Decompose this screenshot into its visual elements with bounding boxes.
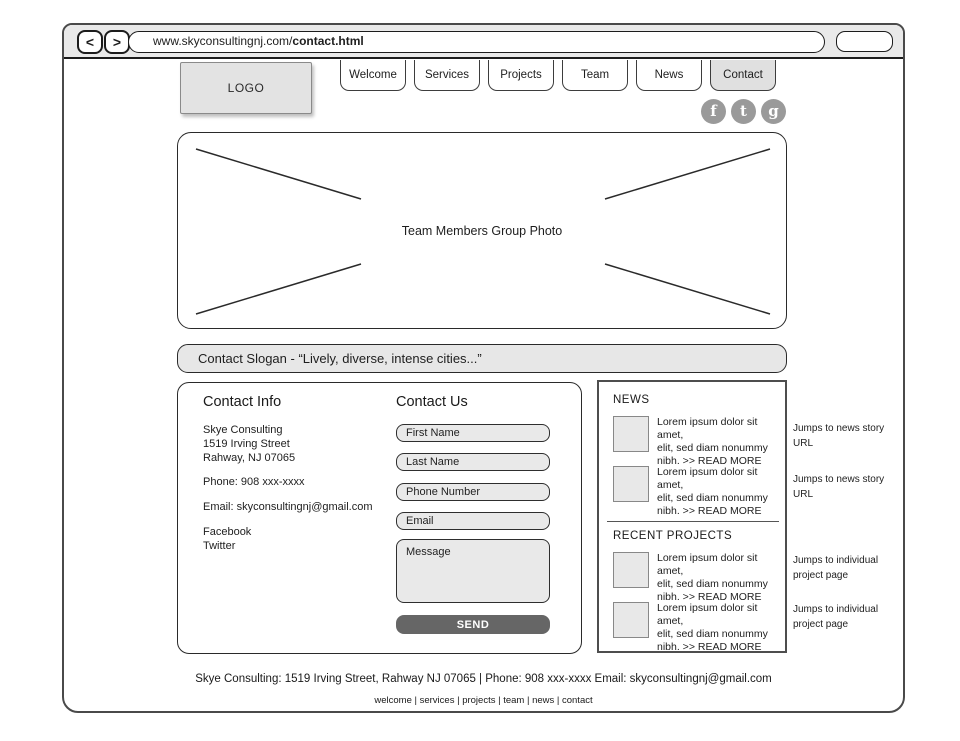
news-section-title: NEWS — [613, 394, 650, 406]
site-logo[interactable]: LOGO — [180, 62, 312, 114]
last-name-input[interactable] — [396, 453, 550, 471]
facebook-icon[interactable]: f — [701, 99, 726, 124]
project-thumbnail — [613, 552, 649, 588]
photo-placeholder-diagonals — [195, 148, 771, 315]
recent-projects-title: RECENT PROJECTS — [613, 530, 733, 542]
news-panel: NEWS Lorem ipsum dolor sit amet, elit, s… — [597, 380, 787, 653]
contact-slogan-text: Contact Slogan - “Lively, diverse, inten… — [198, 351, 482, 366]
footer-contact-line: Skye Consulting: 1519 Irving Street, Rah… — [195, 673, 772, 685]
news-item[interactable]: Lorem ipsum dolor sit amet, elit, sed di… — [613, 416, 777, 468]
project-item[interactable]: Lorem ipsum dolor sit amet, elit, sed di… — [613, 552, 777, 604]
email-input[interactable] — [396, 512, 550, 530]
contact-info-title: Contact Info — [203, 394, 282, 410]
team-photo-placeholder: Team Members Group Photo — [177, 132, 787, 329]
news-item-text[interactable]: Lorem ipsum dolor sit amet, elit, sed di… — [657, 416, 768, 467]
forward-icon: > — [112, 34, 122, 50]
tab-contact[interactable]: Contact — [710, 60, 776, 91]
browser-chrome: < > www.skyconsultingnj.com/contact.html — [64, 25, 903, 59]
first-name-input[interactable] — [396, 424, 550, 442]
project-item-text[interactable]: Lorem ipsum dolor sit amet, elit, sed di… — [657, 552, 768, 603]
annotation-project-link-1: Jumps to individual project page — [793, 555, 879, 581]
photo-placeholder-label: Team Members Group Photo — [401, 223, 563, 238]
forward-button[interactable]: > — [104, 30, 130, 54]
logo-label: LOGO — [227, 81, 265, 95]
url-page-text: contact.html — [292, 34, 364, 48]
tab-team[interactable]: Team — [562, 60, 628, 91]
contact-form-title: Contact Us — [396, 394, 468, 410]
nav-tabs: Welcome Services Projects Team News Cont… — [340, 60, 776, 91]
tab-news[interactable]: News — [636, 60, 702, 91]
browser-window: < > www.skyconsultingnj.com/contact.html… — [62, 23, 905, 713]
tab-services[interactable]: Services — [414, 60, 480, 91]
social-icons: f t g — [701, 99, 786, 124]
tab-projects[interactable]: Projects — [488, 60, 554, 91]
back-icon: < — [85, 34, 95, 50]
message-input[interactable] — [396, 539, 550, 603]
project-item[interactable]: Lorem ipsum dolor sit amet, elit, sed di… — [613, 602, 777, 654]
annotation-news-link-2: Jumps to news story URL — [793, 474, 885, 500]
annotation-news-link-1: Jumps to news story URL — [793, 423, 885, 449]
contact-info-phone: Phone: 908 xxx-xxxx — [203, 476, 305, 488]
contact-info-social-links[interactable]: Facebook Twitter — [203, 526, 252, 552]
tab-welcome[interactable]: Welcome — [340, 60, 406, 91]
sidebar-divider — [607, 521, 779, 522]
contact-info-address: Skye Consulting 1519 Irving Street Rahwa… — [203, 424, 296, 464]
news-item[interactable]: Lorem ipsum dolor sit amet, elit, sed di… — [613, 466, 777, 518]
annotation-project-link-2: Jumps to individual project page — [793, 604, 879, 630]
footer-nav-links[interactable]: welcome | services | projects | team | n… — [374, 695, 593, 706]
twitter-icon[interactable]: t — [731, 99, 756, 124]
google-plus-icon[interactable]: g — [761, 99, 786, 124]
url-bar[interactable]: www.skyconsultingnj.com/contact.html — [128, 31, 825, 53]
contact-slogan-bar: Contact Slogan - “Lively, diverse, inten… — [177, 344, 787, 373]
phone-number-input[interactable] — [396, 483, 550, 501]
news-thumbnail — [613, 466, 649, 502]
project-thumbnail — [613, 602, 649, 638]
news-thumbnail — [613, 416, 649, 452]
contact-panel: Contact Info Skye Consulting 1519 Irving… — [177, 382, 582, 654]
send-button[interactable]: SEND — [396, 615, 550, 634]
project-item-text[interactable]: Lorem ipsum dolor sit amet, elit, sed di… — [657, 602, 768, 653]
search-box[interactable] — [836, 31, 893, 52]
back-button[interactable]: < — [77, 30, 103, 54]
news-item-text[interactable]: Lorem ipsum dolor sit amet, elit, sed di… — [657, 466, 768, 517]
contact-info-email: Email: skyconsultingnj@gmail.com — [203, 501, 373, 513]
url-text: www.skyconsultingnj.com/ — [153, 34, 293, 48]
